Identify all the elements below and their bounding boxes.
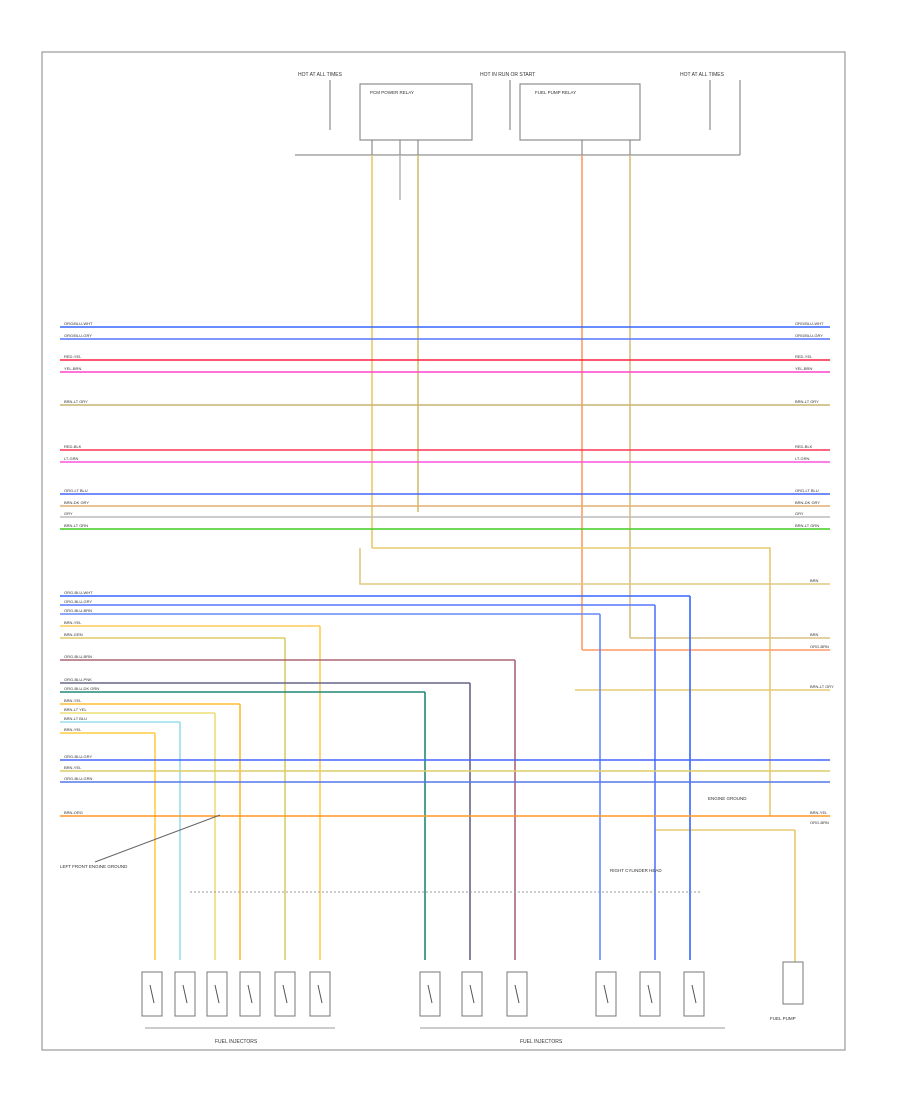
fuel-injector [639,971,661,1017]
harness-wire-label: ORG-BLU-DK GRN [64,686,99,691]
harness-wire-label: BRN-YEL [64,620,82,625]
vertical-wires: BRN BRN ORG-BRN BRN-LT GRY BRN-YEL ORG-BRN [359,155,834,962]
right-wire-label: BRN [810,578,819,583]
harness-wire-label: ORG-BLU-GRY [64,754,92,759]
bus-wire-label-right: BRN-DK GRY [795,500,820,505]
bottom-group-left: FUEL INJECTORS [215,1039,258,1045]
injector-coil [149,984,155,1004]
bus-wire-label-right: ORG/BLU-WHT [795,321,824,326]
bus-wire-label-right: ORG-LT BLU [795,488,819,493]
harness-wire-label: BRN-ORG [64,810,83,815]
fuel-injector [206,971,228,1017]
callout-fuel-pump: FUEL PUMP [770,1016,796,1021]
horizontal-wires: ORG/BLU-WHT ORG/BLU-WHT ORG/BLU-GRY ORG/BLU… [60,321,830,960]
injector-coil [214,984,220,1004]
harness-wire-label: ORG-BLU-WHT [64,590,93,595]
harness-wire-label: ORG-BLU-GRY [64,599,92,604]
harness-wire-label: BRN-GRN [64,632,83,637]
bus-wire-label-right: GRY [795,511,804,516]
callout-left-ground: LEFT FRONT ENGINE GROUND [60,864,128,869]
right-wire-label: BRN [810,632,819,637]
bus-wire-label-right: RED-YEL [795,354,813,359]
injector-coil [514,984,520,1004]
top-label-1: HOT AT ALL TIMES [298,72,343,78]
fuel-injector [274,971,296,1017]
bus-wire-label-right: RED-BLK [795,444,813,449]
injector-coil [647,984,653,1004]
diagram-border [41,51,846,1051]
fuel-injector [174,971,196,1017]
fuel-injector [683,971,705,1017]
injector-coil [427,984,433,1004]
bottom-group-right: FUEL INJECTORS [520,1039,563,1045]
injector-coil [247,984,253,1004]
bus-wire-label-left: RED-YEL [64,354,82,359]
injector-coil [317,984,323,1004]
bus-wire-label-left: BRN-LT GRN [64,523,88,528]
injector-coil [469,984,475,1004]
fuel-injector [309,971,331,1017]
callout-left-ground-leader [94,814,221,863]
harness-wire-label: BRN-YEL [64,727,82,732]
bus-wire-label-right: BRN-LT GRN [795,523,819,528]
callout-cylinder-head: RIGHT CYLINDER HEAD [610,868,662,873]
injector-coil [603,984,609,1004]
injector-coil [691,984,697,1004]
bus-wire-label-right: BRN-LT GRY [795,399,819,404]
components [141,891,705,1017]
harness-wire-label: BRN-YEL [64,765,82,770]
bus-wire-label-right: ORG/BLU-GRY [795,333,823,338]
callout-engine-ground: ENGINE GROUND [708,796,747,801]
relay-wire [372,547,771,816]
right-wire-label: ORG-BRN [810,644,829,649]
relay-label-1: PCM POWER RELAY [370,90,414,95]
fuel-injector [461,971,483,1017]
fuel-injector [506,971,528,1017]
harness-wire-label: ORG-BLU-PNK [64,677,92,682]
fuel-injector [419,971,441,1017]
bus-wire-label-left: BRN-LT GRY [64,399,88,404]
harness-wire-label: BRN-YEL [64,698,82,703]
top-label-3: HOT AT ALL TIMES [680,72,725,78]
injector-coil [182,984,188,1004]
harness-wire-label: ORG-BLU-BRN [64,608,92,613]
right-wire-label: BRN-YEL [810,810,828,815]
bus-wire-label-left: YEL-BRN [64,366,81,371]
relay-box [295,80,741,156]
bus-wire-label-left: GRY [64,511,73,516]
harness-wire-label: BRN-LT YEL [64,707,87,712]
relay-box-text: HOT AT ALL TIMES HOT IN RUN OR START HOT… [298,72,725,95]
relay-label-2: FUEL PUMP RELAY [535,90,576,95]
right-wire-label: ORG-BRN [810,820,829,825]
right-wire-label: BRN-LT GRY [810,684,834,689]
fuel-injector [239,971,261,1017]
bus-wire-label-left: RED-BLK [64,444,82,449]
bus-wire-label-left: ORG-LT BLU [64,488,88,493]
fuel-injector [141,971,163,1017]
top-label-2: HOT IN RUN OR START [480,72,535,78]
fuel-injector [595,971,617,1017]
injector-coil [282,984,288,1004]
harness-wire-label: ORG-BLU-GRN [64,776,93,781]
bus-wire-label-left: LT-GRN [64,456,78,461]
bus-wire-label-right: LT-GRN [795,456,809,461]
harness-wire-label: BRN-LT BLU [64,716,87,721]
relay-wire [359,548,830,585]
harness-wire-label: ORG-BLU-BRN [64,654,92,659]
bus-wire-label-left: ORG/BLU-GRY [64,333,92,338]
fuel-pump-box [782,961,804,1005]
bus-wire-label-right: YEL-BRN [795,366,812,371]
bus-wire-label-left: BRN-DK GRY [64,500,89,505]
bus-wire-label-left: ORG/BLU-WHT [64,321,93,326]
